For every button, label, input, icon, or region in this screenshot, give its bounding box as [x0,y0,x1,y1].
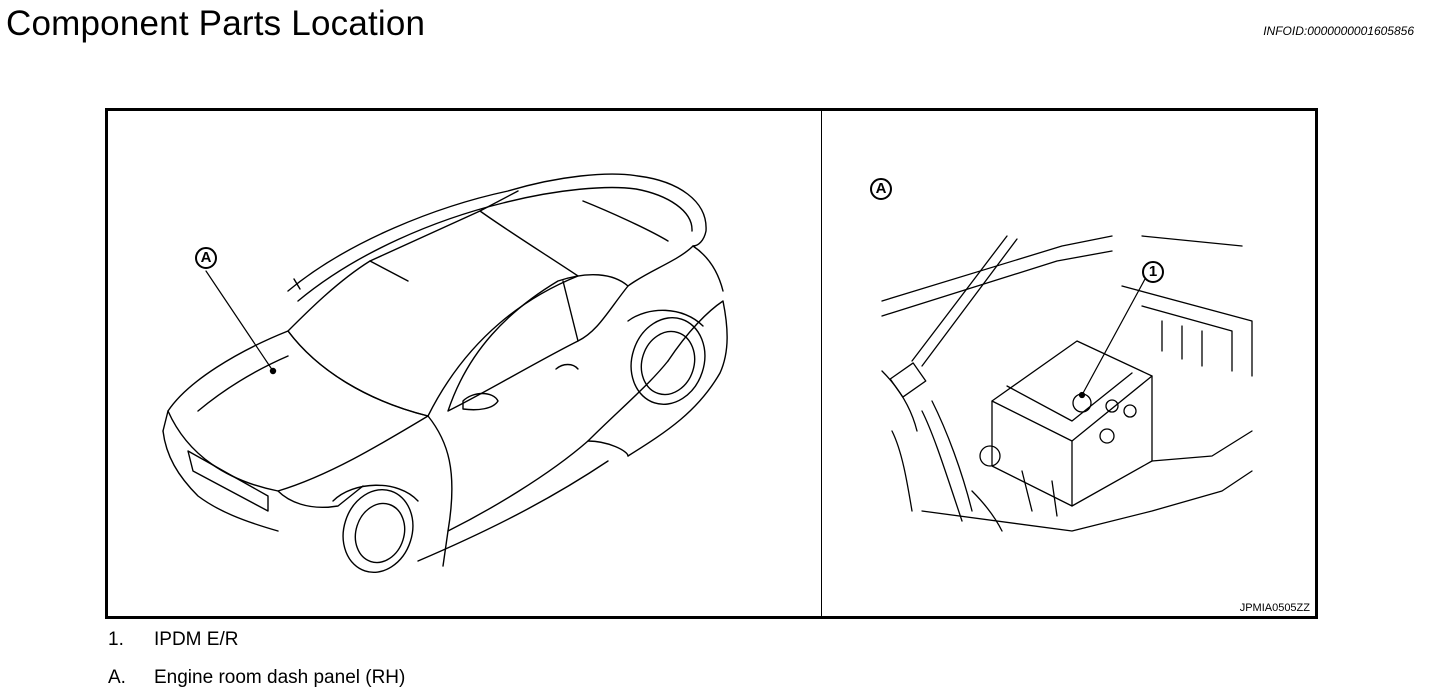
page-title: Component Parts Location [6,4,426,43]
car-line-drawing [162,173,728,574]
car-illustration-panel: A [108,111,821,616]
panel-divider [821,111,822,616]
legend-key: 1. [108,629,124,650]
callout-a-left: A [195,247,217,269]
engine-room-panel: A 1 JPMIA0505ZZ [822,111,1315,616]
callout-1: 1 [1142,261,1164,283]
legend-text: Engine room dash panel (RH) [154,667,406,688]
legend-item-a: A. Engine room dash panel (RH) [108,666,405,690]
figure-code: JPMIA0505ZZ [1239,602,1310,614]
info-id: INFOID:0000000001605856 [1263,24,1414,38]
callout-a-right: A [870,178,892,200]
engine-room-line-drawing [881,235,1253,532]
component-figure: A [105,108,1318,619]
legend-key: A. [108,667,126,688]
legend-text: IPDM E/R [154,629,239,650]
legend-item-1: 1. IPDM E/R [108,628,238,652]
